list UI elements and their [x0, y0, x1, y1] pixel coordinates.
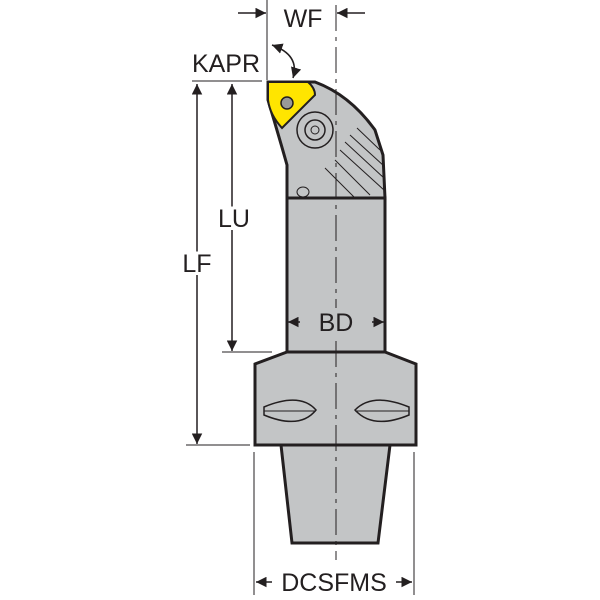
- label-lf: LF: [182, 250, 211, 278]
- label-lu: LU: [218, 205, 250, 233]
- label-bd: BD: [319, 309, 354, 337]
- label-dcsfms: DCSFMS: [281, 569, 387, 597]
- label-kapr: KAPR: [192, 50, 260, 78]
- label-wf: WF: [284, 5, 323, 33]
